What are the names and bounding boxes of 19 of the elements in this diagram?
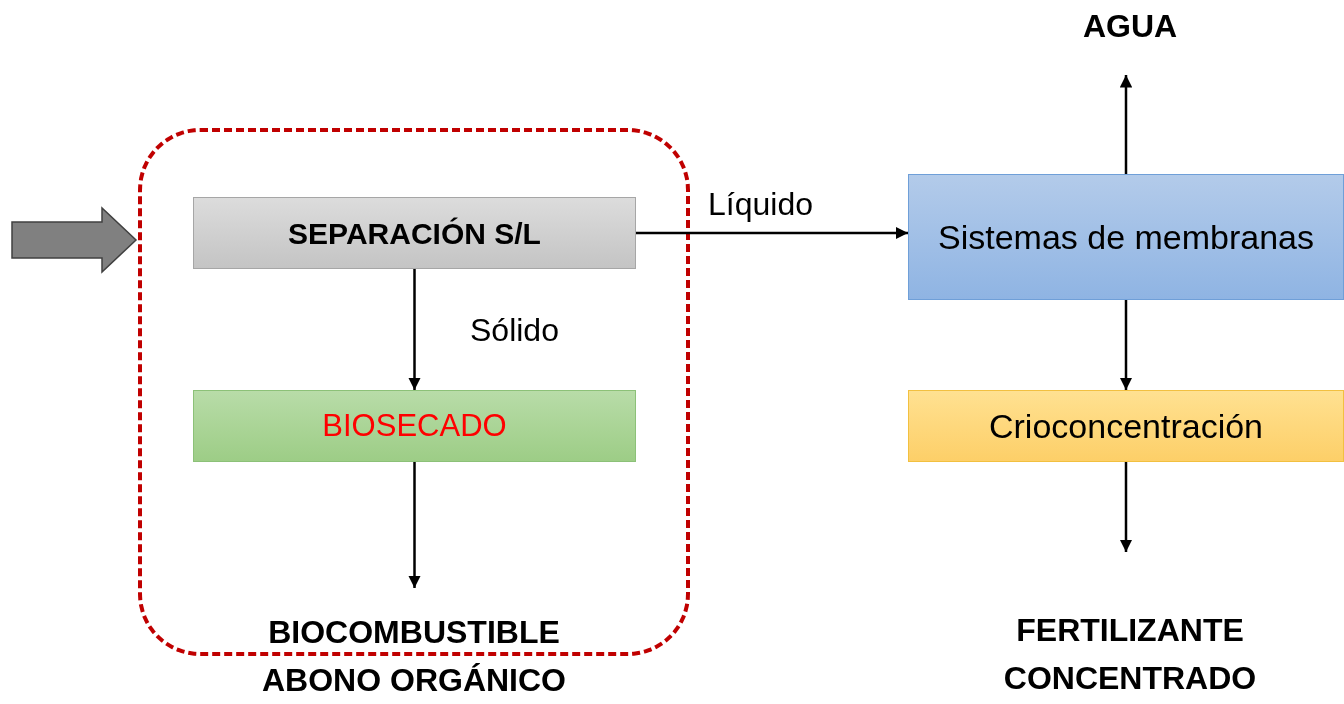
block-arrow [11, 206, 138, 274]
arrow [1119, 300, 1133, 390]
process-box [193, 390, 636, 462]
output-label: BIOCOMBUSTIBLE ABONO ORGÁNICO [261, 613, 567, 700]
output-label: AGUA [1082, 7, 1178, 46]
output-label: FERTILIZANTE CONCENTRADO [1002, 611, 1258, 698]
arrow [1119, 75, 1133, 174]
arrow [408, 462, 421, 588]
box-label: Crioconcentración [989, 405, 1263, 447]
arrow [636, 226, 908, 240]
process-box [908, 390, 1344, 462]
box-label: SEPARACIÓN S/L [288, 215, 541, 252]
process-box [193, 197, 636, 269]
arrow [1119, 462, 1133, 552]
box-label: Sistemas de membranas [937, 216, 1314, 258]
dashed-group-outline [138, 128, 690, 656]
box-label: BIOSECADO [322, 406, 507, 445]
arrow [408, 269, 421, 390]
process-box [908, 174, 1344, 300]
